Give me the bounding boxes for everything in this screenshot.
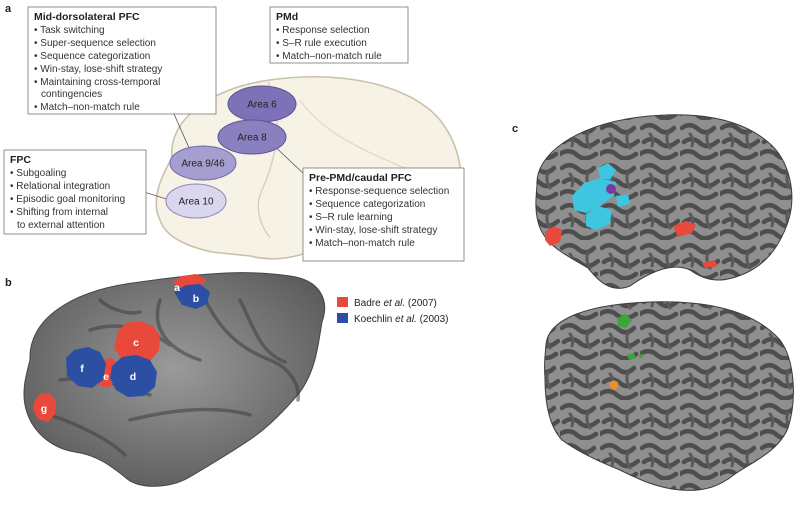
blob-label-g: g	[41, 403, 47, 415]
blob-label-a: a	[174, 282, 180, 294]
legend-b: Badre et al. (2007) Koechlin et al. (200…	[337, 297, 449, 325]
activation-cyan-3	[598, 163, 616, 180]
pre-pmd-box: Pre-PMd/caudal PFC • Response-sequence s…	[302, 167, 465, 262]
area-10-label: Area 10	[178, 197, 213, 208]
blob-f-koechlin	[66, 347, 106, 388]
fpc-box: FPC • Subgoaling • Relational integratio…	[3, 149, 147, 235]
panel-letter-b: b	[5, 277, 12, 289]
blob-label-f: f	[80, 363, 84, 375]
activation-cyan-4	[616, 194, 630, 207]
pre-pmd-title: Pre-PMd/caudal PFC	[309, 172, 412, 184]
fpc-title: FPC	[10, 154, 31, 166]
activation-cyan-2	[586, 206, 612, 230]
area-946-label: Area 9/46	[181, 159, 225, 170]
list-item: • Sequence categorization	[34, 51, 150, 62]
activation-red-2	[673, 221, 696, 237]
blob-label-e: e	[103, 371, 109, 383]
panel-a: a Area 6 Area 8 Area 9/46 Area 10 Mid-do…	[3, 3, 465, 262]
legend-label-badre: Badre et al. (2007)	[354, 298, 437, 309]
list-item: • S–R rule execution	[276, 38, 367, 49]
list-item: • Response selection	[276, 25, 370, 36]
activation-green-2	[627, 353, 636, 360]
area-6-label: Area 6	[247, 100, 277, 111]
list-item: • Win-stay, lose-shift strategy	[34, 64, 162, 75]
legend-swatch-koechlin	[337, 313, 348, 323]
blob-b-koechlin	[174, 284, 210, 309]
panel-letter-a: a	[5, 3, 12, 15]
list-item: • Task switching	[34, 25, 105, 36]
list-item: • Episodic goal monitoring	[10, 194, 125, 205]
list-item: • Sequence categorization	[309, 199, 425, 210]
blob-label-c: c	[133, 337, 139, 349]
mid-dlpfc-title: Mid-dorsolateral PFC	[34, 11, 140, 23]
activation-green-3	[639, 354, 643, 358]
panel-c: c	[512, 114, 794, 491]
list-item: • Shifting from internal	[10, 207, 108, 218]
activation-cyan-1	[572, 178, 616, 213]
list-item: • Relational integration	[10, 181, 110, 192]
list-item: • Subgoaling	[10, 168, 66, 179]
inflated-brain-top	[535, 114, 793, 289]
area-10-ellipse	[165, 183, 227, 219]
list-item-continuation: to external attention	[17, 220, 105, 231]
activation-green-1	[617, 314, 632, 328]
legend-swatch-badre	[337, 297, 348, 307]
activation-red-1	[545, 226, 562, 246]
legend-label-koechlin: Koechlin et al. (2003)	[354, 314, 449, 325]
blob-c-badre	[114, 321, 160, 364]
pmd-title: PMd	[276, 11, 298, 23]
blob-label-b: b	[193, 293, 199, 305]
blob-g-badre	[33, 393, 56, 422]
activation-red-3	[702, 260, 718, 268]
inflated-brain-bottom	[544, 301, 794, 491]
list-item: • Super-sequence selection	[34, 38, 156, 49]
list-item: • Win-stay, lose-shift strategy	[309, 225, 437, 236]
activation-purple	[606, 184, 616, 194]
list-item-continuation: contingencies	[41, 89, 102, 100]
area-8-ellipse	[217, 119, 287, 155]
list-item: • Match–non-match rule	[309, 238, 415, 249]
list-item: • Maintaining cross-temporal	[34, 77, 160, 88]
list-item: • Match–non-match rule	[276, 51, 382, 62]
activation-orange	[609, 380, 619, 390]
mid-dlpfc-box: Mid-dorsolateral PFC • Task switching • …	[27, 6, 217, 115]
panel-letter-c: c	[512, 123, 518, 135]
area-8-label: Area 8	[237, 133, 267, 144]
blob-d-koechlin	[110, 355, 157, 397]
area-946-ellipse	[169, 145, 237, 181]
list-item: • Response-sequence selection	[309, 186, 449, 197]
panel-b: b a b c f e d g Badre et a	[5, 272, 449, 487]
list-item: • S–R rule learning	[309, 212, 393, 223]
list-item: • Match–non-match rule	[34, 102, 140, 113]
pmd-box: PMd • Response selection • S–R rule exec…	[269, 6, 409, 64]
blob-label-d: d	[130, 371, 136, 383]
